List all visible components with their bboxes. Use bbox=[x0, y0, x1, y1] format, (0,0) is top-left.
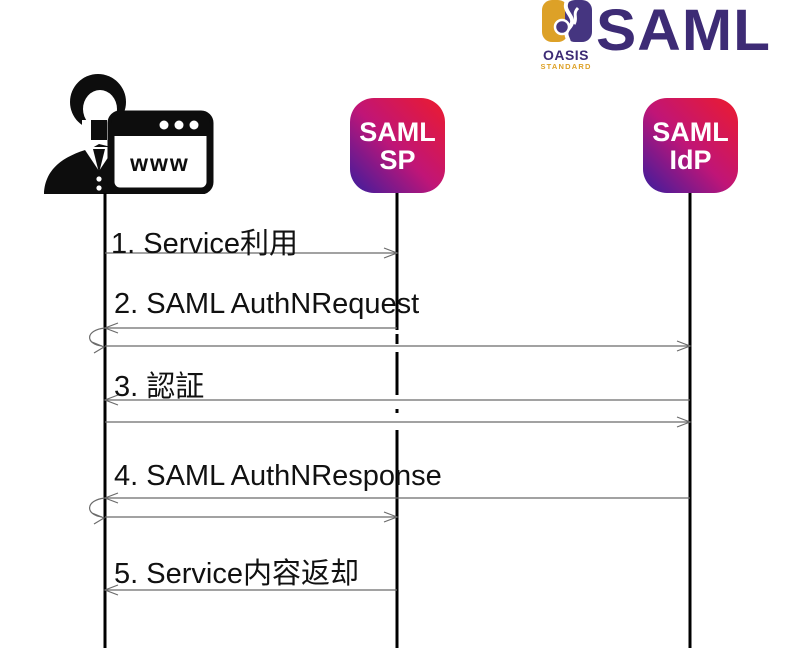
redirect-loop-arrowhead bbox=[91, 512, 106, 525]
message-label: 2. SAML AuthNRequest bbox=[114, 288, 420, 320]
redirect-loop-connector bbox=[89, 497, 106, 518]
message-label: 1. Service利用 bbox=[111, 228, 298, 260]
browser-www-text: www bbox=[129, 150, 190, 176]
idp-label-line2: IdP bbox=[669, 144, 712, 175]
saml-standard-logo: OASIS STANDARD SAML bbox=[536, 0, 770, 71]
user-browser-icon: www bbox=[32, 70, 216, 195]
arrowhead-right bbox=[383, 511, 399, 523]
actor-idp-box: SAML IdP bbox=[643, 98, 738, 193]
message-label: 4. SAML AuthNResponse bbox=[114, 460, 442, 492]
browser-window-icon: www bbox=[107, 110, 214, 195]
user-browser-svg: www bbox=[44, 74, 214, 195]
message-label: 3. 認証 bbox=[114, 371, 205, 403]
sp-label-line1: SAML bbox=[359, 116, 436, 147]
arrowhead-right bbox=[676, 340, 692, 352]
arrowhead-right bbox=[383, 247, 399, 259]
arrowhead-left bbox=[103, 394, 119, 406]
redirect-loop-connector bbox=[89, 327, 106, 347]
idp-label-line1: SAML bbox=[652, 116, 729, 147]
redirect-loop-arrowhead bbox=[91, 341, 106, 354]
arrowhead-right bbox=[676, 416, 692, 428]
oasis-logo-icon bbox=[542, 0, 592, 48]
standard-label: STANDARD bbox=[540, 62, 592, 71]
saml-wordmark: SAML bbox=[596, 0, 772, 63]
arrowhead-left bbox=[103, 584, 119, 596]
oasis-logo-block: OASIS STANDARD bbox=[536, 0, 596, 71]
message-label: 5. Service内容返却 bbox=[114, 558, 359, 590]
sp-label-line2: SP bbox=[379, 144, 416, 175]
oasis-label: OASIS bbox=[542, 47, 590, 63]
actor-sp-box: SAML SP bbox=[350, 98, 445, 193]
